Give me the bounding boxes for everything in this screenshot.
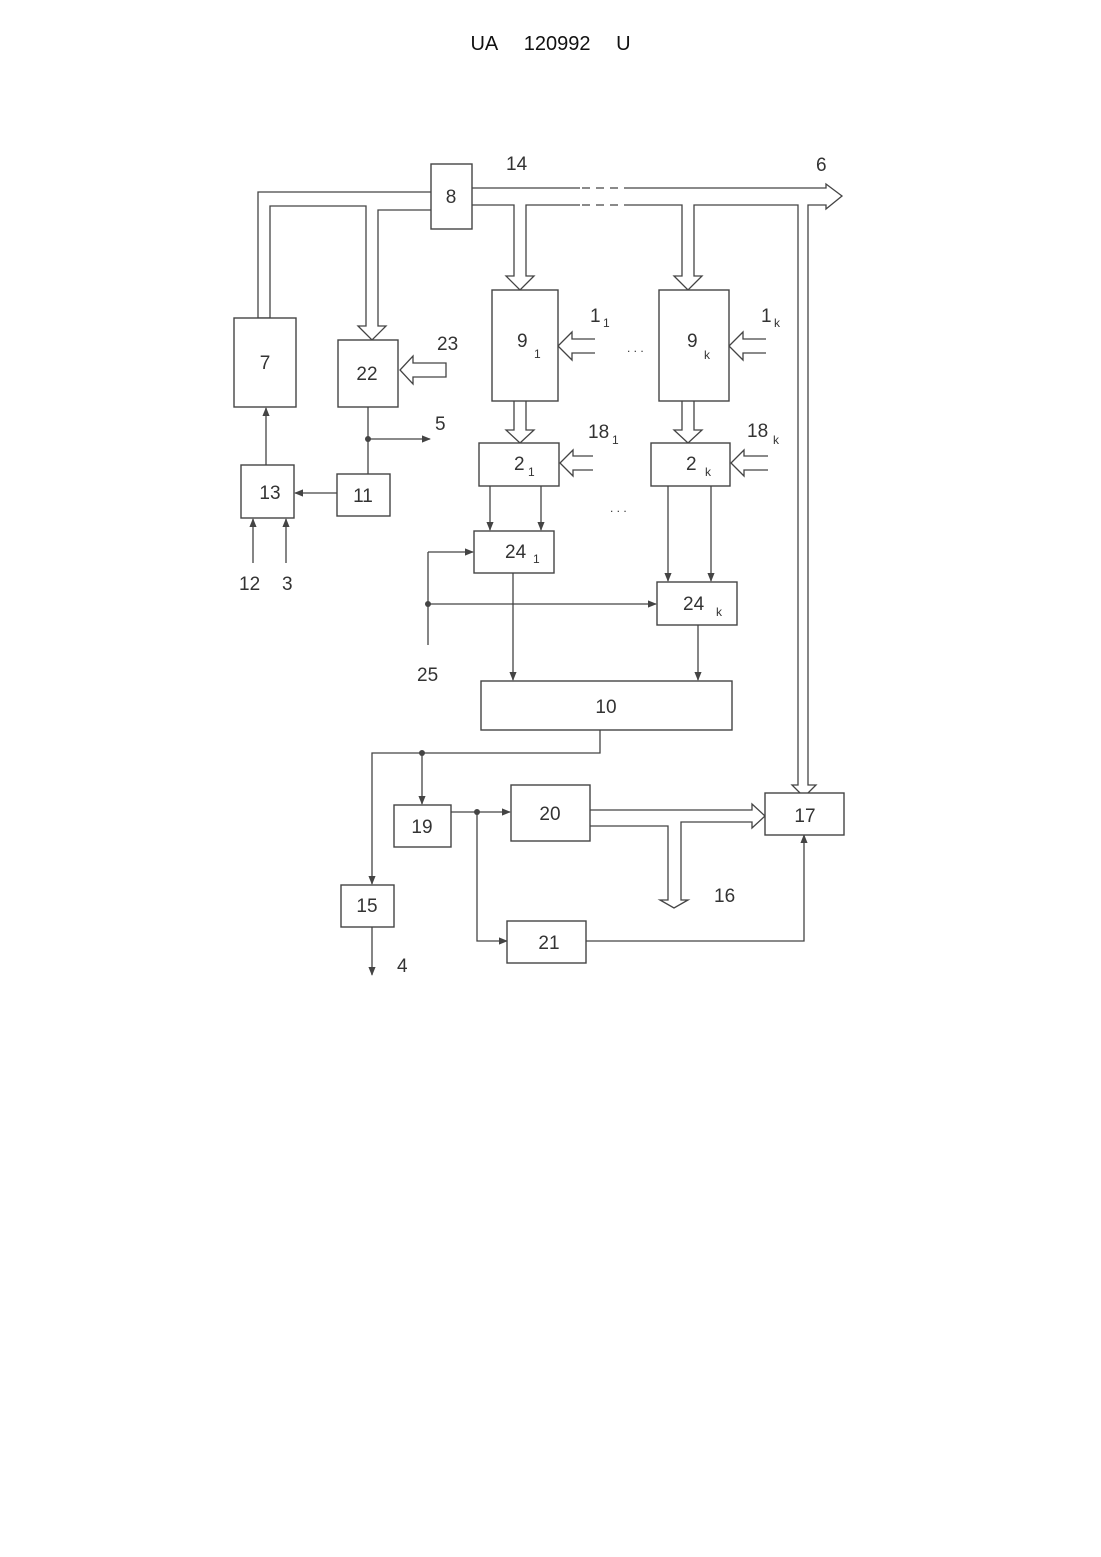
block-9-1-number: 9 xyxy=(517,331,528,352)
block-9-1-subscript: 1 xyxy=(534,347,541,361)
bus-1-1 xyxy=(558,332,595,360)
bus-1-k xyxy=(729,332,766,360)
label-1-1-subscript: 1 xyxy=(603,316,610,330)
junction-10 xyxy=(419,750,425,756)
bus-18-1 xyxy=(560,450,593,476)
label-18-k: 18 xyxy=(747,421,768,442)
block-2-k-number: 2 xyxy=(686,454,697,475)
block-20-number: 20 xyxy=(539,804,560,825)
label-18-k-subscript: k xyxy=(773,433,780,447)
label-14: 14 xyxy=(506,154,528,175)
block-19-number: 19 xyxy=(411,817,432,838)
label-1-1: 1 xyxy=(590,306,601,327)
block-17-number: 17 xyxy=(794,806,815,827)
block-22-number: 22 xyxy=(356,364,377,385)
block-2-1-subscript: 1 xyxy=(528,465,535,479)
label-5: 5 xyxy=(435,414,446,435)
bus-9-1-to-2-1 xyxy=(506,401,534,443)
block-7-number: 7 xyxy=(260,353,271,374)
label-3: 3 xyxy=(282,574,293,595)
junction-22 xyxy=(365,436,371,442)
label-16: 16 xyxy=(714,886,735,907)
label-1-k: 1 xyxy=(761,306,772,327)
ellipsis-top: . . . xyxy=(627,341,644,355)
block-24-1-subscript: 1 xyxy=(533,552,540,566)
block-10-number: 10 xyxy=(595,697,616,718)
junction-25 xyxy=(425,601,431,607)
block-11-number: 11 xyxy=(353,486,373,507)
block-21-number: 21 xyxy=(538,933,559,954)
bus-20-to-17 xyxy=(590,804,765,908)
label-25: 25 xyxy=(417,665,438,686)
bus-14-gap xyxy=(582,188,632,205)
block-2-k-subscript: k xyxy=(705,465,712,479)
block-24-k-number: 24 xyxy=(683,594,705,615)
block-8-number: 8 xyxy=(446,187,457,208)
bus-9-k-to-2-k xyxy=(674,401,702,443)
bus-18-k xyxy=(731,450,768,476)
block-15-number: 15 xyxy=(356,896,377,917)
line-19-to-21 xyxy=(477,812,507,941)
block-13-number: 13 xyxy=(259,483,280,504)
label-4: 4 xyxy=(397,956,408,977)
label-23: 23 xyxy=(437,334,458,355)
label-1-k-subscript: k xyxy=(774,316,781,330)
label-6: 6 xyxy=(816,155,827,176)
bus-23 xyxy=(400,356,446,384)
label-18-1: 18 xyxy=(588,422,609,443)
block-9-k-number: 9 xyxy=(687,331,698,352)
label-18-1-subscript: 1 xyxy=(612,433,619,447)
label-12: 12 xyxy=(239,574,260,595)
junction-19 xyxy=(474,809,480,815)
line-21-to-17 xyxy=(586,835,804,941)
block-24-1-number: 24 xyxy=(505,542,527,563)
block-2-1-number: 2 xyxy=(514,454,525,475)
ellipsis-middle: . . . xyxy=(610,501,627,515)
block-24-k-subscript: k xyxy=(716,605,723,619)
block-9-k-subscript: k xyxy=(704,348,711,362)
